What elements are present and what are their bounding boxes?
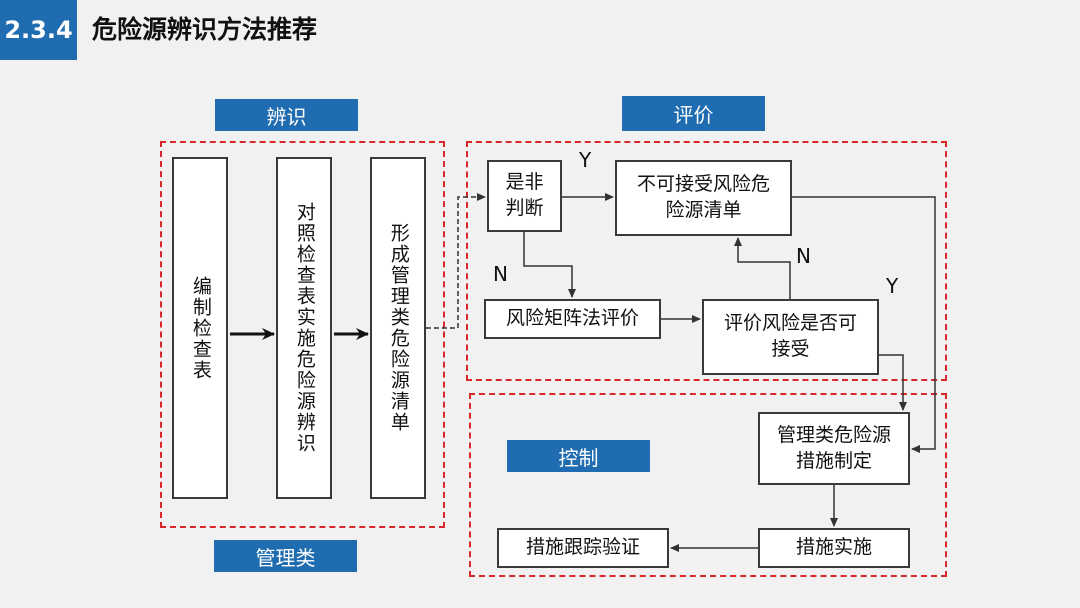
evaluate-zone	[466, 141, 947, 381]
edge-label-no-1: N	[493, 262, 508, 286]
matrix-box: 风险矩阵法评价	[484, 299, 661, 339]
evaluate-label: 评价	[622, 96, 765, 131]
compare-checklist-box: 对照检查表实施危险源辨识	[276, 157, 332, 499]
acceptable-line2: 接受	[771, 338, 810, 360]
implement-box: 措施实施	[758, 528, 910, 568]
compare-checklist-text: 对照检查表实施危险源辨识	[293, 202, 316, 454]
compile-checklist-text: 编制检查表	[189, 275, 212, 381]
management-label: 管理类	[214, 540, 357, 572]
arrow-form-to-judge	[426, 193, 486, 329]
form-list-box: 形成管理类危险源清单	[370, 157, 426, 499]
identify-zone	[160, 141, 445, 528]
acceptable-line1: 评价风险是否可	[723, 312, 857, 335]
verify-box: 措施跟踪验证	[497, 528, 669, 568]
arrow-judge-to-matrix	[523, 232, 576, 298]
judge-line2: 判断	[505, 197, 544, 219]
unacceptable-line1: 不可接受风险危	[636, 173, 770, 196]
acceptable-box: 评价风险是否可 接受	[702, 299, 879, 375]
identify-label: 辨识	[215, 99, 358, 131]
measures-box: 管理类危险源 措施制定	[758, 412, 910, 485]
unacceptable-list-box: 不可接受风险危 险源清单	[615, 160, 792, 236]
judge-box: 是非 判断	[487, 160, 562, 232]
control-label: 控制	[507, 440, 650, 472]
header: 2.3.4 危险源辨识方法推荐	[0, 0, 1080, 60]
measures-line2: 措施制定	[795, 449, 872, 472]
form-list-text: 形成管理类危险源清单	[387, 223, 410, 433]
edge-label-yes-2: Y	[886, 274, 899, 298]
page-title: 危险源辨识方法推荐	[92, 15, 318, 44]
edge-label-yes-1: Y	[579, 148, 592, 172]
unacceptable-line2: 险源清单	[665, 199, 742, 221]
implement-text: 措施实施	[795, 536, 872, 559]
judge-line1: 是非	[505, 171, 544, 194]
compile-checklist-box: 编制检查表	[172, 157, 228, 499]
arrow-acceptable-to-measures	[879, 354, 907, 411]
measures-line1: 管理类危险源	[776, 423, 891, 446]
control-zone	[469, 393, 947, 577]
section-number: 2.3.4	[0, 0, 77, 60]
verify-text: 措施跟踪验证	[525, 536, 640, 559]
arrow-unacceptable-to-measures	[792, 196, 936, 453]
arrow-acceptable-to-unacceptable	[734, 237, 791, 299]
edge-label-no-2: N	[796, 244, 811, 268]
matrix-text: 风险矩阵法评价	[505, 307, 639, 330]
